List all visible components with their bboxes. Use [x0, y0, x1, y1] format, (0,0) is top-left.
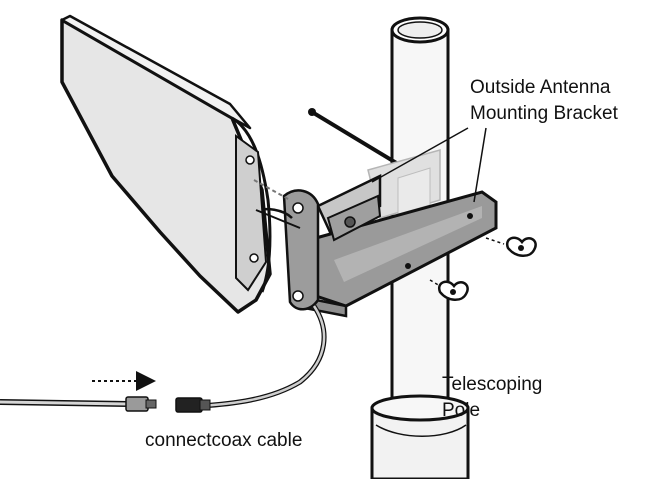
cable-label: connectcoax cable	[145, 430, 303, 451]
wing-nut-icon	[485, 236, 537, 257]
arrow-right-icon	[92, 371, 156, 391]
coax-pigtail	[175, 304, 327, 413]
bracket-label-line1: Outside Antenna	[470, 77, 611, 98]
bracket-label-line2: Mounting Bracket	[470, 103, 618, 124]
antenna	[60, 14, 301, 314]
bracket-leader-lines	[371, 127, 487, 203]
coax-cable-in	[0, 396, 157, 412]
pole-label: Telescoping Pole	[442, 372, 542, 424]
telescoping-pole	[370, 16, 470, 479]
bracket-label: Outside Antenna Mounting Bracket	[470, 75, 618, 127]
wing-nut-icon	[429, 279, 469, 301]
pole-label-line2: Pole	[442, 400, 481, 421]
pole-label-line1: Telescoping	[442, 374, 543, 395]
